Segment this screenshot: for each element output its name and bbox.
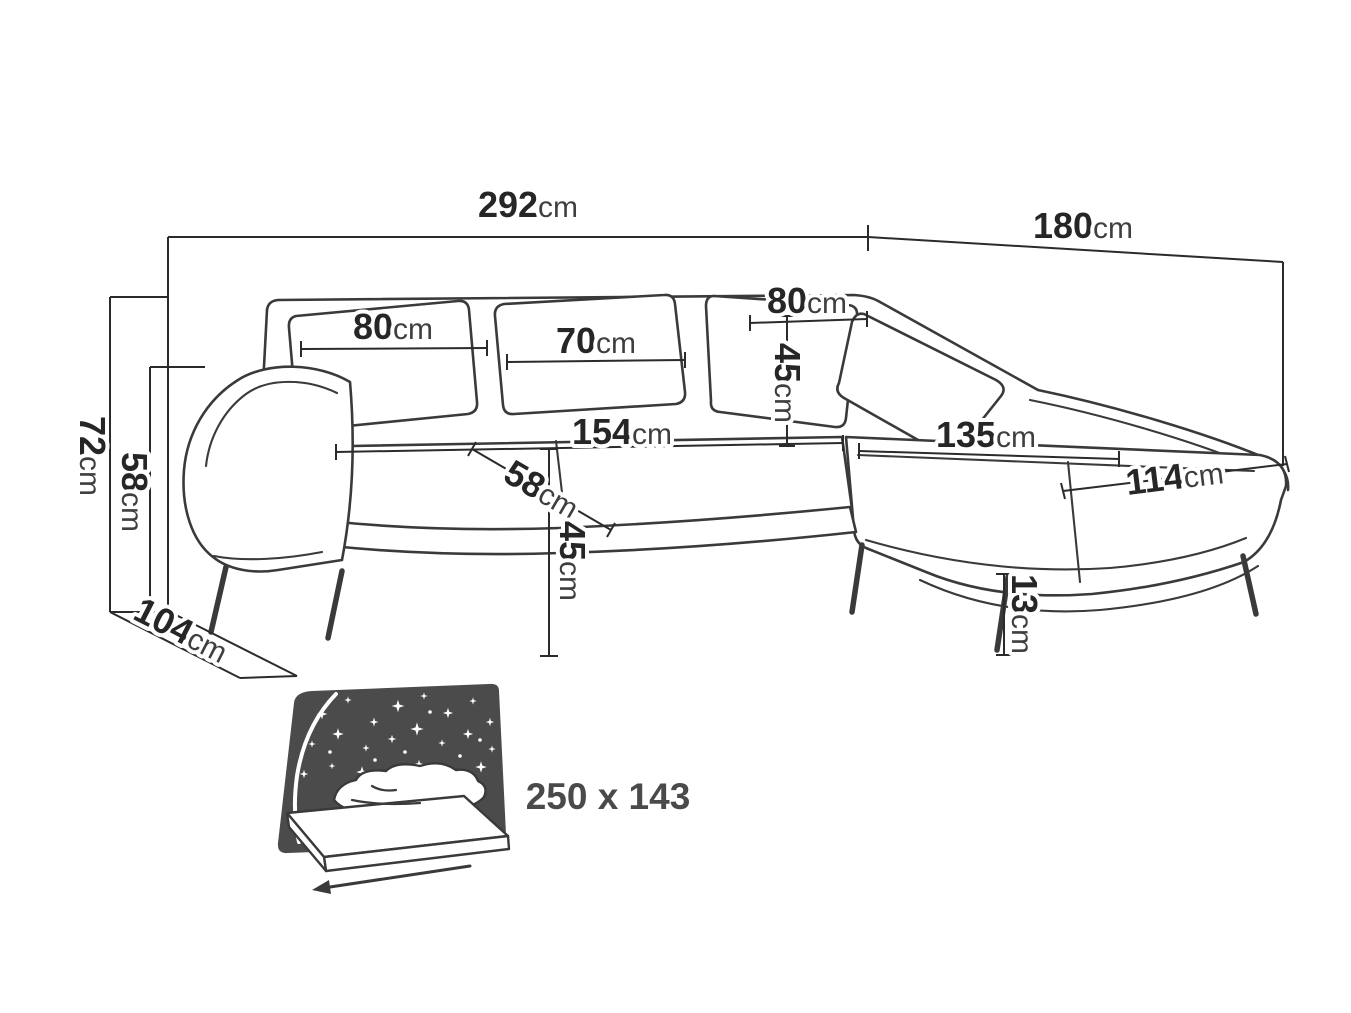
dim-value: 70 [556, 320, 596, 361]
dim-line-seat-depth [471, 448, 612, 531]
dim-value: 154 [572, 411, 632, 452]
dim-value: 114 [1123, 455, 1186, 503]
dim-label-chaise-depth: 180cm [1033, 205, 1133, 246]
dim-label-back-height: 72cm [72, 416, 113, 496]
dim-value: 45 [767, 343, 808, 383]
seat-middle-seam [554, 439, 568, 529]
left-arm-roll-seam [204, 380, 339, 468]
dim-line-side-depth-2 [167, 610, 298, 677]
dim-value: 180 [1033, 205, 1093, 246]
dim-label-seat-height: 45cm [552, 521, 593, 601]
sofa-back-top-edge [265, 293, 1040, 392]
dim-label-cushion-corner: 80cm [767, 280, 847, 321]
blanket-fold-line [370, 784, 398, 792]
dim-tick [606, 522, 616, 538]
mattress-side [285, 811, 328, 873]
dim-unit: cm [996, 421, 1036, 454]
blanket-fold-line [350, 798, 422, 806]
dim-value: 292 [478, 184, 538, 225]
dim-value: 80 [767, 280, 807, 321]
left-arm-base-seam [212, 550, 324, 561]
dim-label-arm-height: 58cm [114, 452, 155, 532]
dim-label-seat-length: 154cm [572, 411, 672, 452]
sofa-leg [849, 542, 865, 615]
dim-tick [467, 441, 477, 457]
dim-unit: cm [596, 327, 636, 360]
dim-line-seat-length [335, 442, 844, 453]
star-dot [458, 754, 462, 758]
dim-line-side-depth [109, 611, 241, 679]
star-dot [428, 710, 432, 714]
dim-label-leg-height: 13cm [1004, 574, 1045, 654]
back-cushion-corner [704, 294, 859, 429]
back-cushion-middle [493, 293, 687, 416]
star-dot [403, 750, 407, 754]
dim-unit: cm [768, 383, 801, 423]
chaise-cross-seam [1066, 460, 1082, 584]
sleeping-function-icon [277, 683, 511, 894]
dim-unit: cm [393, 313, 433, 346]
sofa-drawing [182, 293, 1290, 653]
dim-line-cushion-mid [506, 359, 686, 363]
dim-line-cushion-corner [749, 318, 868, 324]
dim-label-total-width: 292cm [478, 184, 578, 225]
dim-unit: cm [538, 191, 578, 224]
dim-value: 135 [936, 414, 996, 455]
dim-label-chaise-width: 114cm [1123, 450, 1225, 503]
dim-value: 72 [72, 416, 113, 456]
left-arm [182, 365, 354, 573]
dim-line-chaise-length [858, 450, 1120, 460]
fold-out-arrow [328, 864, 472, 889]
star-dot [373, 758, 377, 762]
dim-label-chaise-length: 135cm [936, 414, 1036, 455]
dim-tick [1284, 455, 1290, 473]
dim-value: 45 [552, 521, 593, 561]
dim-value: 58 [114, 452, 155, 492]
dim-label-cushion-mid: 70cm [556, 320, 636, 361]
dim-unit: cm [632, 418, 672, 451]
dim-unit: cm [73, 456, 106, 496]
star-dot [478, 738, 482, 742]
star-dot [328, 750, 332, 754]
dimension-labels: 292cm 180cm 72cm 58cm 104cm 80cm 70cm 80… [68, 180, 1230, 674]
sleeping-area-label: 250 x 143 [526, 776, 691, 817]
chaise-skirt-bottom [918, 564, 1260, 613]
dimension-lines [109, 225, 1290, 679]
dim-line-chaise-width [1062, 463, 1288, 492]
dim-value: 80 [353, 306, 393, 347]
dim-line-chaise-depth [867, 236, 1284, 263]
sofa-leg [325, 568, 345, 641]
dim-unit: cm [1093, 212, 1133, 245]
sleeping-area-size: 250 x 143 [526, 776, 691, 817]
dim-value: 13 [1004, 574, 1045, 614]
base-front-band [330, 505, 858, 556]
sofa-leg [1240, 553, 1259, 617]
chaise-front-seam [864, 536, 1248, 571]
dim-unit: cm [115, 492, 148, 532]
stars [299, 692, 496, 799]
fold-out-arrowhead [312, 880, 331, 894]
dim-line-cushion-left [300, 347, 488, 350]
sofa-leg [208, 564, 229, 635]
dim-label-cushion-height: 45cm [767, 343, 808, 423]
dim-unit: cm [807, 287, 847, 320]
sofa-leg [994, 574, 1011, 653]
chaise-back-seam [856, 453, 1256, 473]
dim-unit: cm [553, 561, 586, 601]
dim-label-cushion-left: 80cm [353, 306, 433, 347]
dim-tick [239, 675, 298, 679]
dim-tick [1060, 482, 1066, 500]
dim-unit: cm [1005, 614, 1038, 654]
dim-unit: cm [1182, 457, 1226, 495]
